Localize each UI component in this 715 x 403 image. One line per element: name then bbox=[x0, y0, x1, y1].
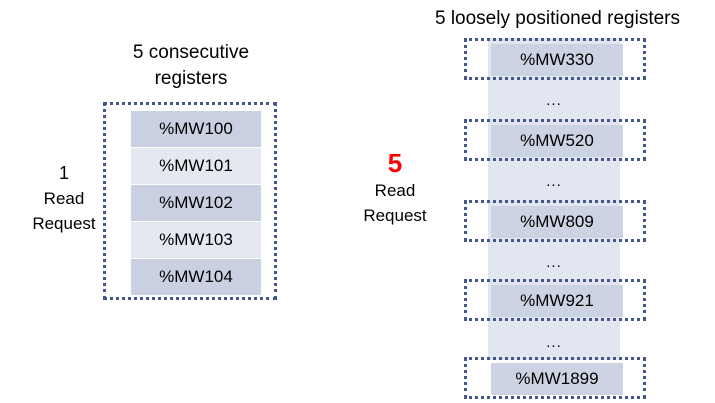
register-gap-ellipsis: ... bbox=[546, 173, 562, 190]
single-read-request-line2: Request bbox=[32, 214, 96, 233]
single-read-request-label: 1 Read Request bbox=[14, 160, 114, 236]
loose-register-box: %MW330 bbox=[464, 38, 646, 80]
register-gap-ellipsis: ... bbox=[546, 254, 562, 271]
consecutive-registers-group: %MW100 %MW101 %MW102 %MW103 %MW104 bbox=[103, 102, 277, 300]
consecutive-registers-list: %MW100 %MW101 %MW102 %MW103 %MW104 bbox=[131, 111, 261, 297]
single-read-request-count: 1 bbox=[58, 163, 69, 183]
register-row: %MW101 bbox=[131, 148, 261, 184]
multi-read-request-label: 5 Read Request bbox=[335, 148, 455, 228]
register-row: %MW100 bbox=[131, 111, 261, 147]
loose-register-box: %MW921 bbox=[464, 279, 646, 321]
loose-register-label: %MW330 bbox=[491, 44, 623, 76]
multi-read-request-line2: Request bbox=[363, 206, 427, 225]
loose-register-box: %MW520 bbox=[464, 119, 646, 161]
register-row: %MW103 bbox=[131, 222, 261, 258]
consecutive-registers-heading: 5 consecutive registers bbox=[132, 42, 250, 89]
multi-read-request-line1: Read bbox=[374, 181, 416, 200]
loose-registers-heading: 5 loosely positioned registers bbox=[434, 8, 681, 29]
loose-register-label: %MW809 bbox=[491, 206, 623, 238]
loose-register-box: %MW1899 bbox=[464, 357, 646, 399]
loose-register-label: %MW1899 bbox=[491, 363, 623, 395]
loose-register-label: %MW520 bbox=[491, 125, 623, 157]
multi-read-request-count: 5 bbox=[387, 148, 403, 178]
single-read-request-line1: Read bbox=[43, 189, 85, 208]
loose-register-box: %MW809 bbox=[464, 200, 646, 242]
register-gap-ellipsis: ... bbox=[546, 334, 562, 351]
register-row: %MW102 bbox=[131, 185, 261, 221]
register-row: %MW104 bbox=[131, 259, 261, 295]
register-gap-ellipsis: ... bbox=[546, 92, 562, 109]
loose-register-label: %MW921 bbox=[491, 285, 623, 317]
